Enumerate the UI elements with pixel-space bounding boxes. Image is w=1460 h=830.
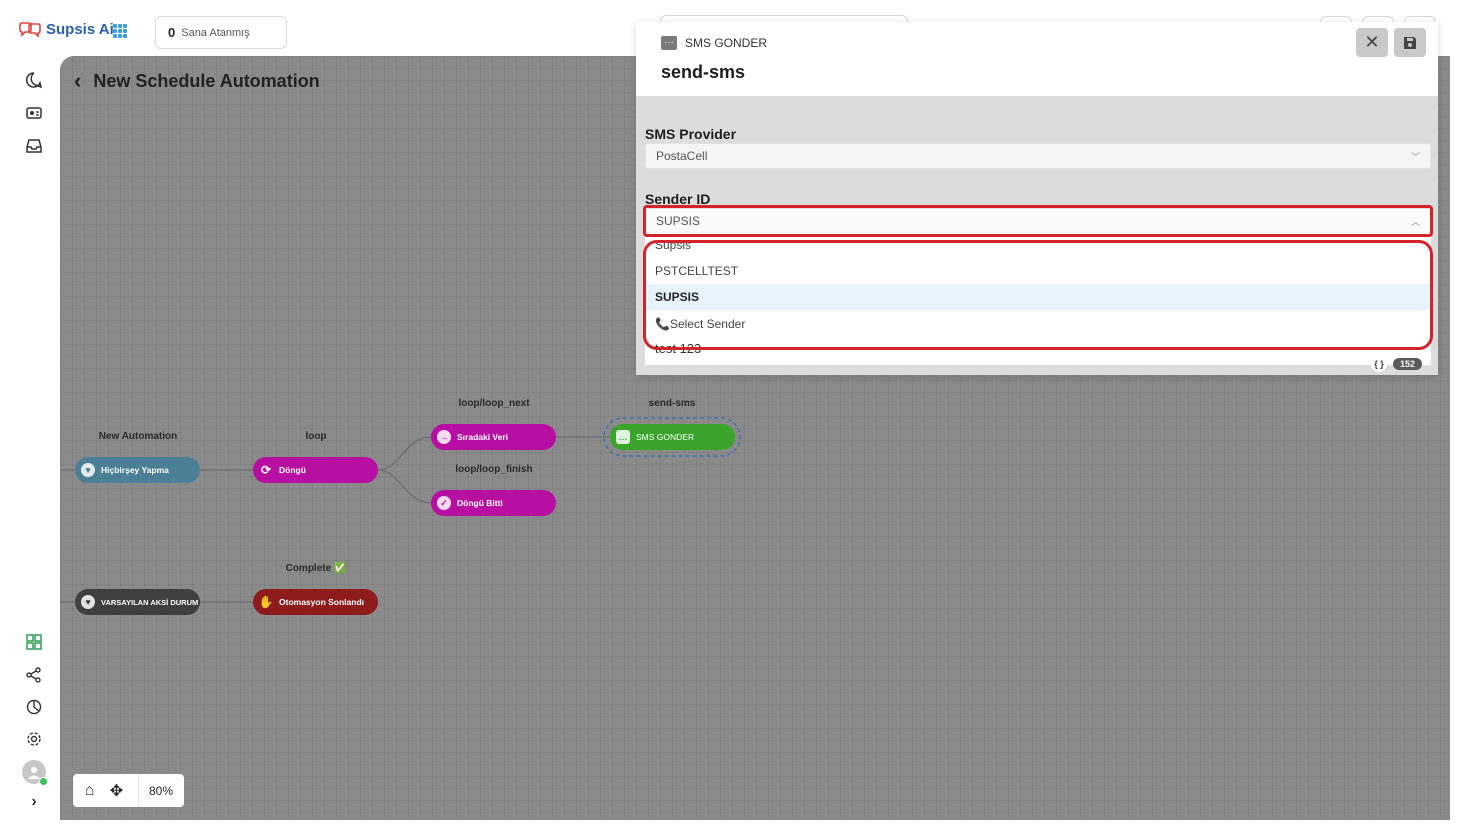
panel-type-label: SMS GONDER (685, 36, 768, 50)
dropdown-option-selected[interactable]: SUPSIS (645, 284, 1431, 310)
close-button[interactable]: ✕ (1356, 28, 1388, 57)
assigned-to-me-button[interactable]: 0 Sana Atanmış (155, 16, 287, 49)
app-window: Supsis Ai 0 Sana Atanmış (10, 10, 1450, 820)
zoom-controls: ⌂ ✥ 80% (73, 774, 184, 807)
inbox-icon[interactable] (24, 136, 44, 156)
topbar-button-1[interactable] (1320, 16, 1352, 26)
sender-id-dropdown: Supsis PSTCELLTEST SUPSIS 📞Select Sender… (645, 233, 1431, 365)
node-text: SMS GONDER (636, 432, 695, 442)
next-arrow-icon: → (437, 430, 451, 444)
close-icon: ✕ (1364, 32, 1380, 52)
expand-sidebar-chevron-icon[interactable]: › (31, 793, 37, 810)
highlight-dropdown-options (643, 240, 1433, 350)
node-text: VARSAYILAN AKSİ DURUM (101, 597, 199, 607)
sms-provider-select[interactable]: PostaCell ﹀ (645, 143, 1431, 169)
flow-connectors (60, 417, 741, 603)
panel-node-type: … SMS GONDER (661, 36, 767, 50)
node-label-loop-finish: loop/loop_finish (455, 464, 533, 475)
message-icon: … (661, 36, 677, 50)
pan-move-icon[interactable]: ✥ (109, 782, 124, 800)
node-hicbirsey-yapma[interactable]: ♥ Hiçbirşey Yapma (75, 457, 200, 483)
dashboard-icon[interactable] (24, 632, 44, 652)
char-count-badge: 152 (1393, 358, 1423, 370)
online-status-dot (39, 777, 48, 786)
save-button[interactable] (1394, 28, 1426, 57)
save-icon (1404, 36, 1416, 49)
panel-title: send-sms (661, 62, 746, 82)
node-label-complete: Complete ✅ (285, 563, 347, 574)
assigned-count: 0 (168, 25, 176, 40)
dropdown-option[interactable]: PSTCELLTEST (655, 264, 739, 278)
settings-gear-icon[interactable] (24, 729, 44, 749)
node-text: Sıradaki Veri (457, 432, 509, 442)
notifications-button[interactable] (1404, 16, 1436, 26)
chevron-down-icon: ﹀ (1410, 152, 1420, 162)
node-dongu-bitti[interactable]: ✓ Döngü Bitti (431, 490, 556, 516)
node-text: Döngü (279, 465, 306, 475)
node-sms-gonder[interactable]: … SMS GONDER (610, 424, 735, 450)
node-varsayilan-aksi-durum[interactable]: ♥ VARSAYILAN AKSİ DURUM (75, 589, 200, 615)
back-arrow-icon[interactable]: ‹ (74, 68, 82, 93)
node-settings-panel: … SMS GONDER send-sms ✕ SMS Provider Pos… (636, 22, 1438, 375)
node-dongu[interactable]: ⟳ Döngü (253, 457, 378, 483)
apps-grid-icon[interactable] (113, 24, 127, 38)
sms-provider-value: PostaCell (656, 149, 708, 163)
node-label-new-automation: New Automation (98, 431, 178, 442)
wave-hand-icon: ✋ (258, 595, 274, 609)
node-text: Döngü Bitti (457, 498, 503, 508)
broken-heart-icon: ♥ (81, 595, 95, 609)
dropdown-option[interactable]: 📞Select Sender (655, 317, 746, 331)
node-siradaki-veri[interactable]: → Sıradaki Veri (431, 424, 556, 450)
sms-provider-label: SMS Provider (645, 126, 737, 142)
node-label-send-sms: send-sms (648, 398, 696, 409)
zoom-level[interactable]: 80% (138, 774, 173, 807)
chat-bubbles-icon (19, 21, 41, 38)
left-sidebar: › (10, 56, 60, 820)
topbar-search-input[interactable] (660, 15, 908, 25)
highlight-sender-select (643, 205, 1433, 237)
char-counter: { } 152 (1371, 356, 1423, 372)
page-title: New Schedule Automation (93, 70, 320, 91)
node-label-loop-next: loop/loop_next (458, 398, 530, 409)
home-icon[interactable]: ⌂ (84, 781, 95, 799)
panel-header: … SMS GONDER send-sms ✕ (636, 22, 1438, 96)
loop-icon: ⟳ (260, 463, 272, 477)
heart-icon: ♥ (81, 463, 95, 477)
sender-id-label: Sender ID (645, 191, 711, 207)
share-icon[interactable] (24, 665, 44, 685)
topbar-button-2[interactable] (1362, 16, 1394, 26)
node-text: Hiçbirşey Yapma (101, 465, 169, 475)
logo[interactable]: Supsis Ai (18, 21, 114, 38)
chat-icon[interactable] (24, 70, 44, 90)
node-text: Otomasyon Sonlandı (279, 597, 365, 607)
contacts-icon[interactable] (24, 103, 44, 123)
sender-id-value: SUPSIS (656, 214, 701, 228)
avatar[interactable] (22, 760, 48, 786)
node-otomasyon-sonlandi[interactable]: ✋ Otomasyon Sonlandı (253, 589, 378, 615)
page-header: ‹ New Schedule Automation (74, 68, 320, 94)
chevron-up-icon: ︿ (1410, 217, 1420, 227)
node-label-loop: loop (305, 431, 327, 442)
message-icon: … (616, 430, 630, 444)
check-icon: ✓ (437, 496, 451, 510)
assigned-label: Sana Atanmış (181, 26, 250, 39)
logo-text: Supsis Ai (46, 21, 114, 38)
reports-icon[interactable] (24, 697, 44, 717)
variables-brace-icon[interactable]: { } (1371, 356, 1387, 372)
